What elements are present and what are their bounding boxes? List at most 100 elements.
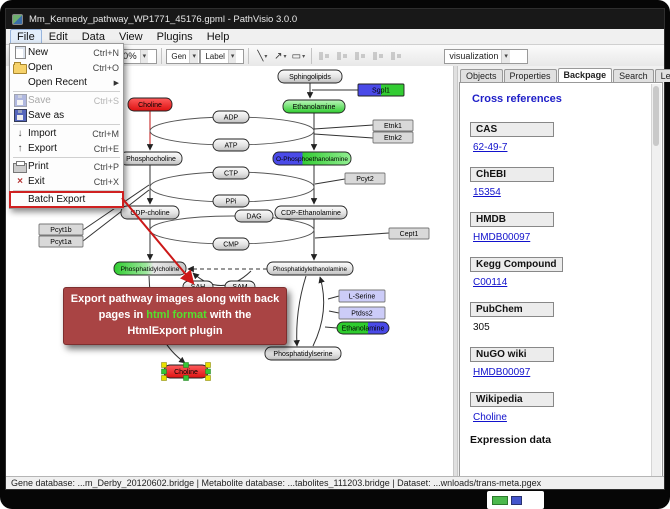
pathway-node-ptdss2[interactable]: Ptdss2 (338, 306, 386, 320)
svg-text:Pcyt1a: Pcyt1a (50, 239, 72, 246)
file-menu-item-open-recent[interactable]: Open Recent▶ (10, 75, 123, 90)
menu-data[interactable]: Data (81, 30, 105, 43)
pathway-node-sphingolipids[interactable]: Sphingolipids (277, 69, 343, 84)
pathway-node-ctp[interactable]: CTP (212, 166, 250, 180)
file-menu-item-batch-export[interactable]: Batch Export (9, 191, 124, 208)
stack-horizontal-button[interactable] (352, 47, 370, 65)
svg-text:Pcyt1b: Pcyt1b (50, 227, 72, 234)
menu-help[interactable]: Help (206, 30, 230, 43)
disk-icon (12, 109, 28, 122)
menu-plugins[interactable]: Plugins (156, 30, 193, 43)
menu-view[interactable]: View (118, 30, 143, 43)
file-menu-item-save[interactable]: Save Ctrl+S (10, 93, 123, 108)
pathway-node-atp[interactable]: ATP (212, 138, 250, 152)
distribute-button[interactable] (388, 47, 406, 65)
svg-text:O-Phosphoethanolamine: O-Phosphoethanolamine (276, 156, 348, 163)
pathway-node-pcyt2[interactable]: Pcyt2 (344, 172, 386, 185)
shortcut-label: Ctrl+S (93, 95, 119, 106)
align-horizontal-icon (319, 51, 331, 61)
file-menu-item-label: Save (28, 95, 51, 106)
pathway-node-phosphatidylethanolamine[interactable]: Phosphatidylethanolamine (266, 261, 354, 276)
menu-edit[interactable]: Edit (48, 30, 68, 43)
xref-link[interactable]: 62-49-7 (473, 142, 508, 153)
pathway-node-cdp-ethanolamine[interactable]: CDP-Ethanolamine (274, 205, 348, 220)
pathway-node-phosphatidylcholine[interactable]: Phosphatidylcholine (113, 261, 187, 276)
pathway-node-adp[interactable]: ADP (212, 110, 250, 124)
align-vertical-button[interactable] (334, 47, 352, 65)
xref-link[interactable]: C00114 (473, 277, 508, 288)
tab-properties[interactable]: Properties (503, 69, 557, 82)
datanode-dropdown-label: Gen (171, 51, 187, 61)
pathway-node-phosphocholine[interactable]: Phosphocholine (119, 151, 183, 166)
pathway-node-choline[interactable]: Choline (161, 362, 211, 381)
file-menu-item-label: Save as (28, 110, 65, 121)
pathway-node-ethanolamine[interactable]: Ethanolamine (282, 99, 346, 114)
title-bar: Mm_Kennedy_pathway_WP1771_45176.gpml - P… (6, 9, 664, 29)
svg-text:Ptdss2: Ptdss2 (351, 310, 373, 317)
pathway-node-ethanolamine[interactable]: Ethanolamine (336, 321, 390, 335)
label-dropdown[interactable]: Label ▾ (200, 48, 245, 64)
svg-text:CTP: CTP (224, 170, 238, 177)
panel-splitter[interactable] (453, 66, 458, 479)
line-tool-button[interactable]: ╲▾ (253, 47, 271, 65)
scrollbar-thumb[interactable] (653, 86, 659, 146)
tab-backpage[interactable]: Backpage (557, 68, 613, 82)
stack-vertical-button[interactable] (370, 47, 388, 65)
svg-text:Phosphatidylethanolamine: Phosphatidylethanolamine (273, 266, 348, 273)
pathway-node-cept1[interactable]: Cept1 (388, 227, 430, 240)
xref-section: ChEBI 15354 (470, 164, 646, 198)
pathway-node-pcyt1a[interactable]: Pcyt1a (38, 235, 84, 248)
xref-link[interactable]: HMDB00097 (473, 232, 531, 243)
xref-source: ChEBI (470, 167, 554, 182)
pathway-node-etnk1[interactable]: Etnk1 (372, 119, 414, 132)
arrow-tool-button[interactable]: ↗▾ (271, 47, 289, 65)
tab-search[interactable]: Search (613, 69, 654, 82)
pathway-node-o-phosphoethanolamine[interactable]: O-Phosphoethanolamine (272, 151, 352, 166)
pathway-node-sgpl1[interactable]: Sgpl1 (357, 83, 405, 97)
xref-link[interactable]: HMDB00097 (473, 367, 531, 378)
pathway-node-dag[interactable]: DAG (234, 209, 274, 223)
pathway-node-ppi[interactable]: PPi (212, 194, 250, 208)
xref-link[interactable]: Choline (473, 412, 507, 423)
pathway-node-l-serine[interactable]: L-Serine (338, 289, 386, 303)
datanode-dropdown[interactable]: Gen ▾ (166, 48, 201, 64)
xref-source: PubChem (470, 302, 554, 317)
printer-icon (12, 160, 28, 173)
visualization-combo[interactable]: visualization ▾ (444, 48, 529, 64)
file-menu-item-label: Batch Export (28, 194, 86, 205)
backpage-heading: Cross references (472, 93, 562, 105)
pathway-node-phosphatidylserine[interactable]: Phosphatidylserine (264, 346, 342, 361)
pathway-node-choline[interactable]: Choline (127, 97, 173, 112)
export-icon: ↑ (17, 143, 23, 154)
pathway-node-pcyt1b[interactable]: Pcyt1b (38, 223, 84, 236)
tab-objects[interactable]: Objects (460, 69, 503, 82)
pathway-edge (314, 232, 390, 239)
pathway-node-etnk2[interactable]: Etnk2 (372, 131, 414, 144)
tab-legend[interactable]: Legend (654, 69, 670, 82)
file-menu-item-label: New (28, 47, 49, 58)
file-menu-item-save-as[interactable]: Save as (10, 108, 123, 123)
xref-link[interactable]: 15354 (473, 187, 501, 198)
disk-icon (12, 94, 28, 107)
shape-tool-button[interactable]: ▭▾ (289, 47, 307, 65)
status-text: Gene database: ...m_Derby_20120602.bridg… (11, 478, 542, 488)
svg-text:Choline: Choline (138, 102, 162, 109)
shortcut-label: Ctrl+X (93, 176, 119, 187)
svg-text:Sphingolipids: Sphingolipids (289, 74, 331, 81)
svg-text:L-Serine: L-Serine (349, 293, 376, 300)
backpage-scrollbar[interactable] (651, 84, 661, 476)
pathway-node-cmp[interactable]: CMP (212, 237, 250, 251)
align-horizontal-button[interactable] (316, 47, 334, 65)
dropdown-arrow-icon: ▾ (302, 53, 306, 60)
pathway-node-cdp-choline[interactable]: CDP-choline (120, 205, 180, 220)
fragment-blue-chip (511, 495, 522, 505)
